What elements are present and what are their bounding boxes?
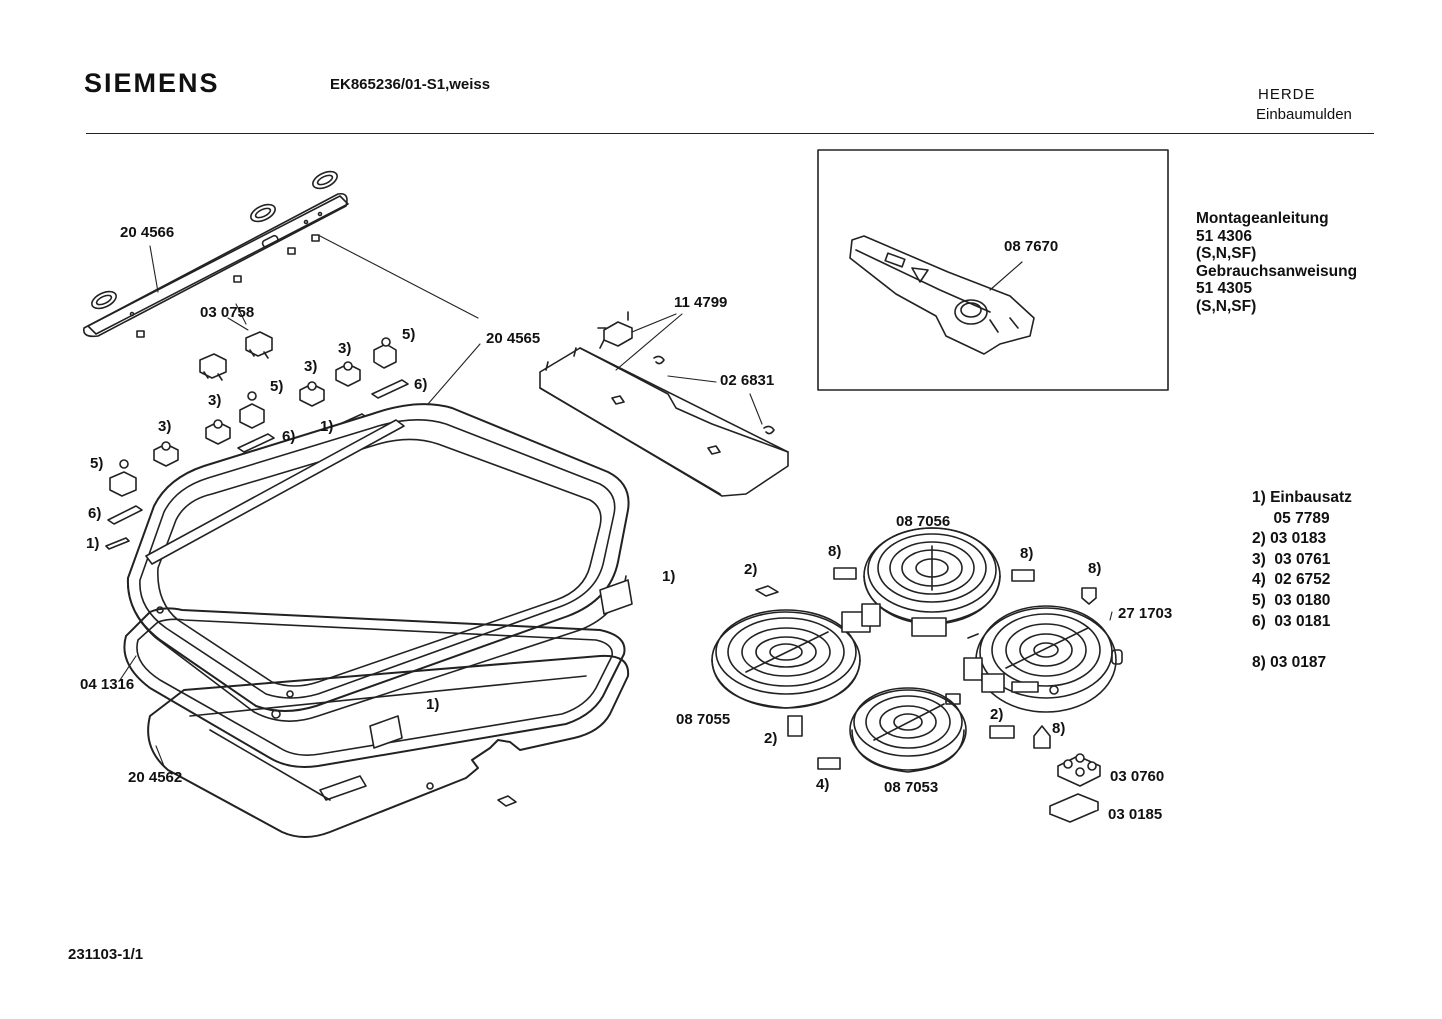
terminal-part <box>597 311 633 347</box>
callout-2: 2) <box>990 706 1004 723</box>
legend-item: 2) 03 0183 <box>1252 530 1327 548</box>
glass-ceramic-top <box>126 403 633 722</box>
callout-4: 4) <box>816 776 830 793</box>
callout-2: 2) <box>744 561 758 578</box>
callout-8: 8) <box>1088 560 1102 577</box>
bracket-part <box>1049 793 1099 823</box>
part-label-030760: 03 0760 <box>1110 768 1165 785</box>
spring-clips <box>653 355 775 435</box>
header-divider <box>86 133 1374 134</box>
burner-271703 <box>975 605 1123 713</box>
brand-logo: SIEMENS <box>84 68 220 98</box>
small-clip <box>497 795 517 807</box>
callout-1: 1) <box>426 696 440 713</box>
callout-6: 6) <box>282 428 296 445</box>
gebrauch-variants: (S,N,SF) <box>1196 297 1257 315</box>
gebrauch-number: 51 4305 <box>1196 280 1253 297</box>
callout-8: 8) <box>1052 720 1066 737</box>
rail-bar <box>82 192 349 338</box>
part-label-087056: 08 7056 <box>896 513 951 530</box>
callout-1: 1) <box>662 568 676 585</box>
inset-box <box>817 149 1169 391</box>
callout-8: 8) <box>1020 545 1034 562</box>
callout-3: 3) <box>304 358 318 375</box>
callout-5: 5) <box>90 455 104 472</box>
montage-title: Montageanleitung <box>1196 210 1329 227</box>
callout-3: 3) <box>158 418 172 435</box>
callout-6: 6) <box>414 376 428 393</box>
callout-1: 1) <box>86 535 100 552</box>
gebrauch-title: Gebrauchsanweisung <box>1196 262 1358 280</box>
legend-item: 4) 02 6752 <box>1252 571 1331 589</box>
control-thermostats <box>841 603 1059 695</box>
montage-number: 51 4306 <box>1196 227 1253 245</box>
burner-087055 <box>711 609 861 709</box>
part-label-204562: 20 4562 <box>128 769 183 786</box>
montage-variants: (S,N,SF) <box>1196 245 1257 262</box>
part-label-087053: 08 7053 <box>884 779 939 796</box>
mounting-plate <box>539 339 789 497</box>
part-label-030185: 03 0185 <box>1108 806 1163 823</box>
legend-item <box>1252 633 1352 654</box>
part-label-204566: 20 4566 <box>120 224 175 241</box>
part-label-271703: 27 1703 <box>1118 605 1173 622</box>
parts-legend: 1) Einbausatz 05 7789 2) 03 0183 3) 03 0… <box>1252 489 1352 674</box>
callout-5: 5) <box>270 378 284 395</box>
callout-3: 3) <box>338 340 352 357</box>
burner-087056 <box>863 527 1001 625</box>
part-label-087055: 08 7055 <box>676 711 731 728</box>
terminal-block <box>1057 753 1101 787</box>
subcategory-title: Einbaumulden <box>1256 106 1352 123</box>
seal-gasket <box>123 607 626 768</box>
part-label-087670: 08 7670 <box>1004 238 1059 255</box>
callout-5: 5) <box>402 326 416 343</box>
callout-3: 3) <box>208 392 222 409</box>
burner-087053 <box>849 687 967 773</box>
model-number: EK865236/01-S1,weiss <box>330 76 491 93</box>
callout-8: 8) <box>828 543 842 560</box>
legend-item: 1) Einbausatz <box>1252 489 1352 506</box>
bottom-tray <box>147 654 630 838</box>
callout-2: 2) <box>764 730 778 747</box>
callout-6: 6) <box>88 505 102 522</box>
part-label-204565: 20 4565 <box>486 330 541 347</box>
legend-item: 3) 03 0761 <box>1252 550 1331 568</box>
scraper-tool <box>849 235 1035 355</box>
rail-clips <box>91 170 338 338</box>
switch-components <box>105 331 409 550</box>
legend-item: 6) 03 0181 <box>1252 612 1331 630</box>
part-label-026831: 02 6831 <box>720 372 775 389</box>
category-title: HERDE <box>1258 86 1316 103</box>
legend-item: 8) 03 0187 <box>1252 653 1327 671</box>
part-label-114799: 11 4799 <box>674 294 728 311</box>
part-label-041316: 04 1316 <box>80 676 135 693</box>
drawing-code: 231103-1/1 <box>68 946 144 963</box>
small-fittings <box>755 567 1097 770</box>
callout-1: 1) <box>320 418 334 435</box>
legend-item: 05 7789 <box>1252 509 1330 527</box>
legend-item: 5) 03 0180 <box>1252 591 1331 609</box>
part-label-030758: 03 0758 <box>200 304 255 321</box>
